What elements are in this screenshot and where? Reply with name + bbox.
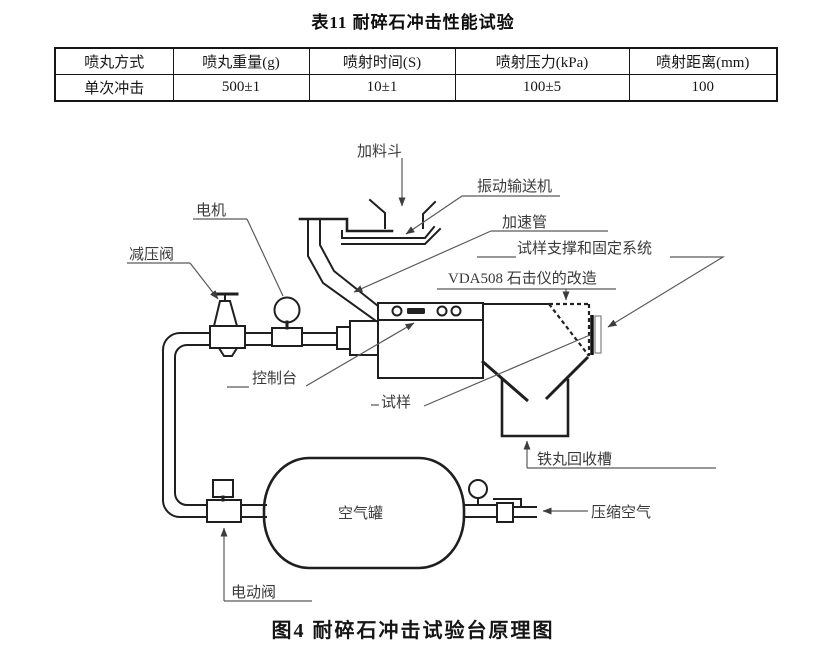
air-tank bbox=[262, 456, 466, 570]
label-vda508-modification: VDA508 石击仪的改造 bbox=[448, 270, 597, 287]
specimen-plate bbox=[590, 315, 602, 355]
col-header-distance: 喷射距离(mm) bbox=[628, 47, 778, 75]
control-console-box bbox=[377, 302, 484, 379]
electric-valve bbox=[206, 479, 242, 523]
label-motor: 电机 bbox=[196, 202, 226, 219]
cell-weight: 500±1 bbox=[172, 74, 310, 102]
col-header-method: 喷丸方式 bbox=[54, 47, 174, 75]
label-air-tank: 空气罐 bbox=[338, 505, 383, 522]
feeder-platform bbox=[298, 217, 394, 233]
leader-specimen bbox=[371, 334, 591, 407]
shot-recycle-bin bbox=[500, 378, 570, 438]
col-header-time: 喷射时间(S) bbox=[308, 47, 456, 75]
cell-time: 10±1 bbox=[308, 74, 456, 102]
vda-chamber bbox=[482, 302, 591, 357]
label-pressure-reducing-valve: 减压阀 bbox=[129, 246, 174, 263]
leader-motor bbox=[193, 218, 284, 297]
knob-icon bbox=[391, 305, 403, 317]
table-title: 表11 耐碎石冲击性能试验 bbox=[311, 13, 515, 32]
small-gauge-icon bbox=[468, 479, 488, 499]
label-electric-valve: 电动阀 bbox=[231, 584, 276, 601]
motor-gauge bbox=[271, 296, 303, 347]
label-specimen: 试样 bbox=[381, 394, 411, 411]
pipe-coupling bbox=[336, 320, 379, 356]
leader-conveyor bbox=[405, 195, 560, 235]
label-vibration-conveyor: 振动输送机 bbox=[477, 178, 552, 195]
slot-indicator-icon bbox=[407, 308, 425, 314]
cell-pressure: 100±5 bbox=[454, 74, 630, 102]
label-acceleration-tube: 加速管 bbox=[502, 214, 547, 231]
hopper-shape bbox=[368, 198, 437, 229]
air-pipe bbox=[162, 332, 338, 518]
cell-method: 单次冲击 bbox=[54, 74, 174, 102]
col-header-weight: 喷丸重量(g) bbox=[172, 47, 310, 75]
label-console: 控制台 bbox=[252, 370, 297, 387]
label-specimen-support-system: 试样支撑和固定系统 bbox=[517, 240, 652, 257]
leader-lines bbox=[127, 158, 726, 602]
pressure-reducing-valve bbox=[209, 292, 246, 357]
deflector-baffles bbox=[481, 355, 590, 403]
label-hopper: 加料斗 bbox=[357, 143, 402, 160]
cell-distance: 100 bbox=[628, 74, 778, 102]
label-compressed-air: 压缩空气 bbox=[591, 504, 651, 521]
label-shot-recycle-trough: 铁丸回收槽 bbox=[537, 451, 612, 468]
table-header-row: 喷丸方式 喷丸重量(g) 喷射时间(S) 喷射压力(kPa) 喷射距离(mm) bbox=[54, 47, 778, 75]
figure-caption: 图4 耐碎石冲击试验台原理图 bbox=[271, 620, 555, 642]
table-row: 单次冲击 500±1 10±1 100±5 100 bbox=[54, 74, 778, 102]
leader-console bbox=[227, 323, 414, 388]
knob-icon bbox=[436, 305, 448, 317]
knob-icon bbox=[450, 305, 462, 317]
diagram-labels: 加料斗 振动输送机 电机 减压阀 加速管 试样支撑和固定系统 VDA508 石击… bbox=[129, 143, 652, 601]
tank-inlet-fittings bbox=[463, 479, 537, 523]
spec-table: 喷丸方式 喷丸重量(g) 喷射时间(S) 喷射压力(kPa) 喷射距离(mm) … bbox=[54, 47, 778, 102]
vibration-conveyor-tray bbox=[341, 225, 442, 245]
